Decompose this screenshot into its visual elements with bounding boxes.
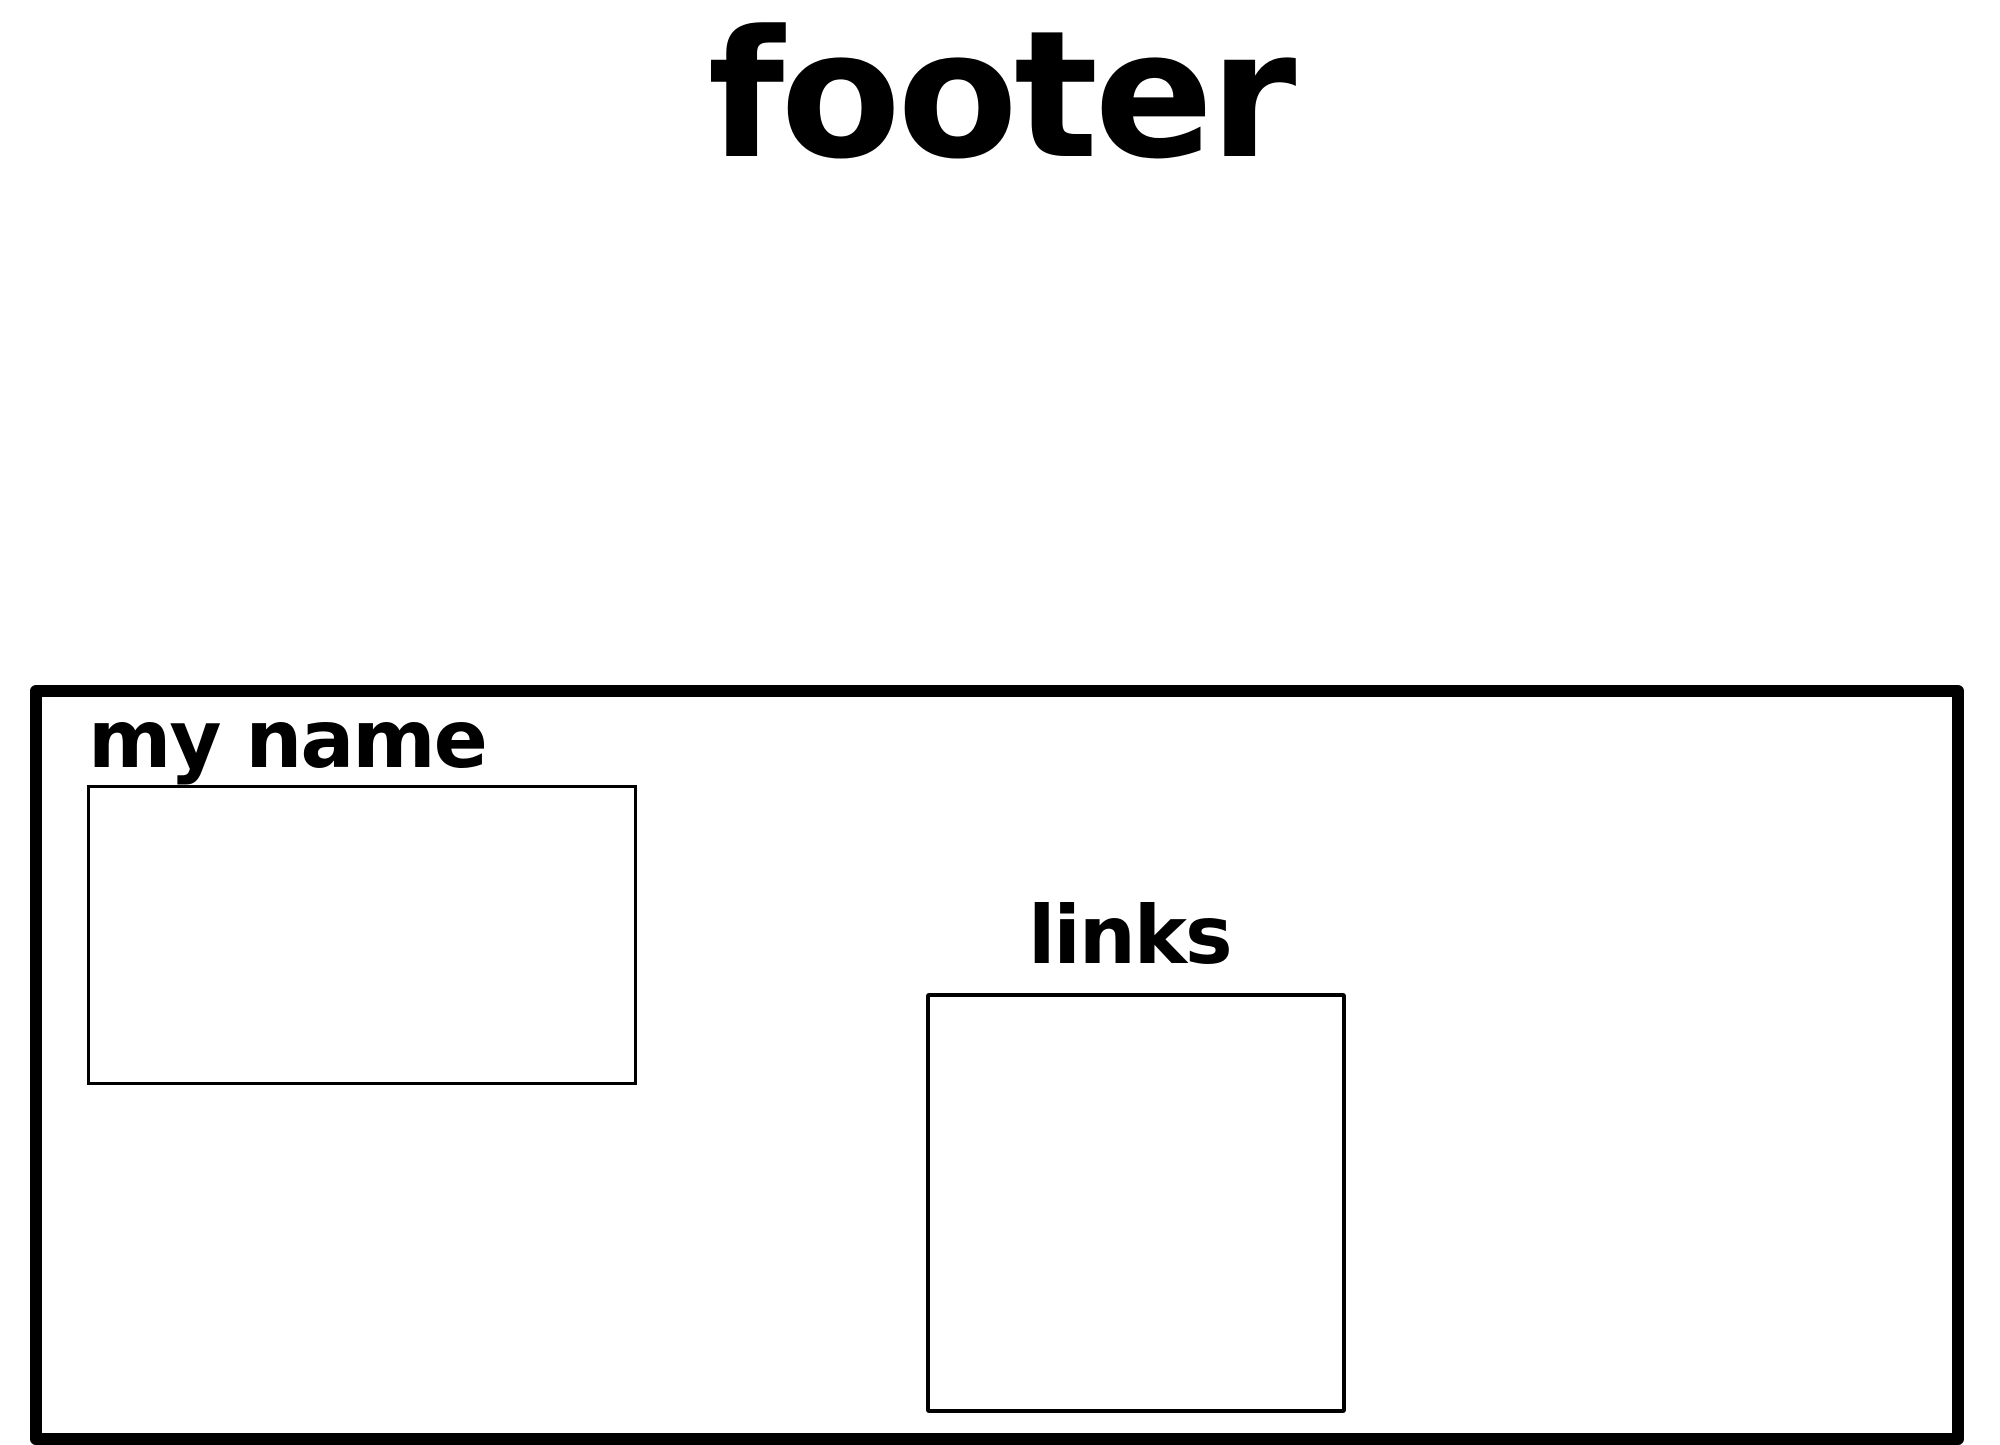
my-name-label: my name xyxy=(88,693,488,786)
links-label: links xyxy=(1028,889,1233,982)
links-box xyxy=(926,993,1346,1413)
page-title: footer xyxy=(707,0,1297,198)
my-name-box xyxy=(87,785,637,1085)
